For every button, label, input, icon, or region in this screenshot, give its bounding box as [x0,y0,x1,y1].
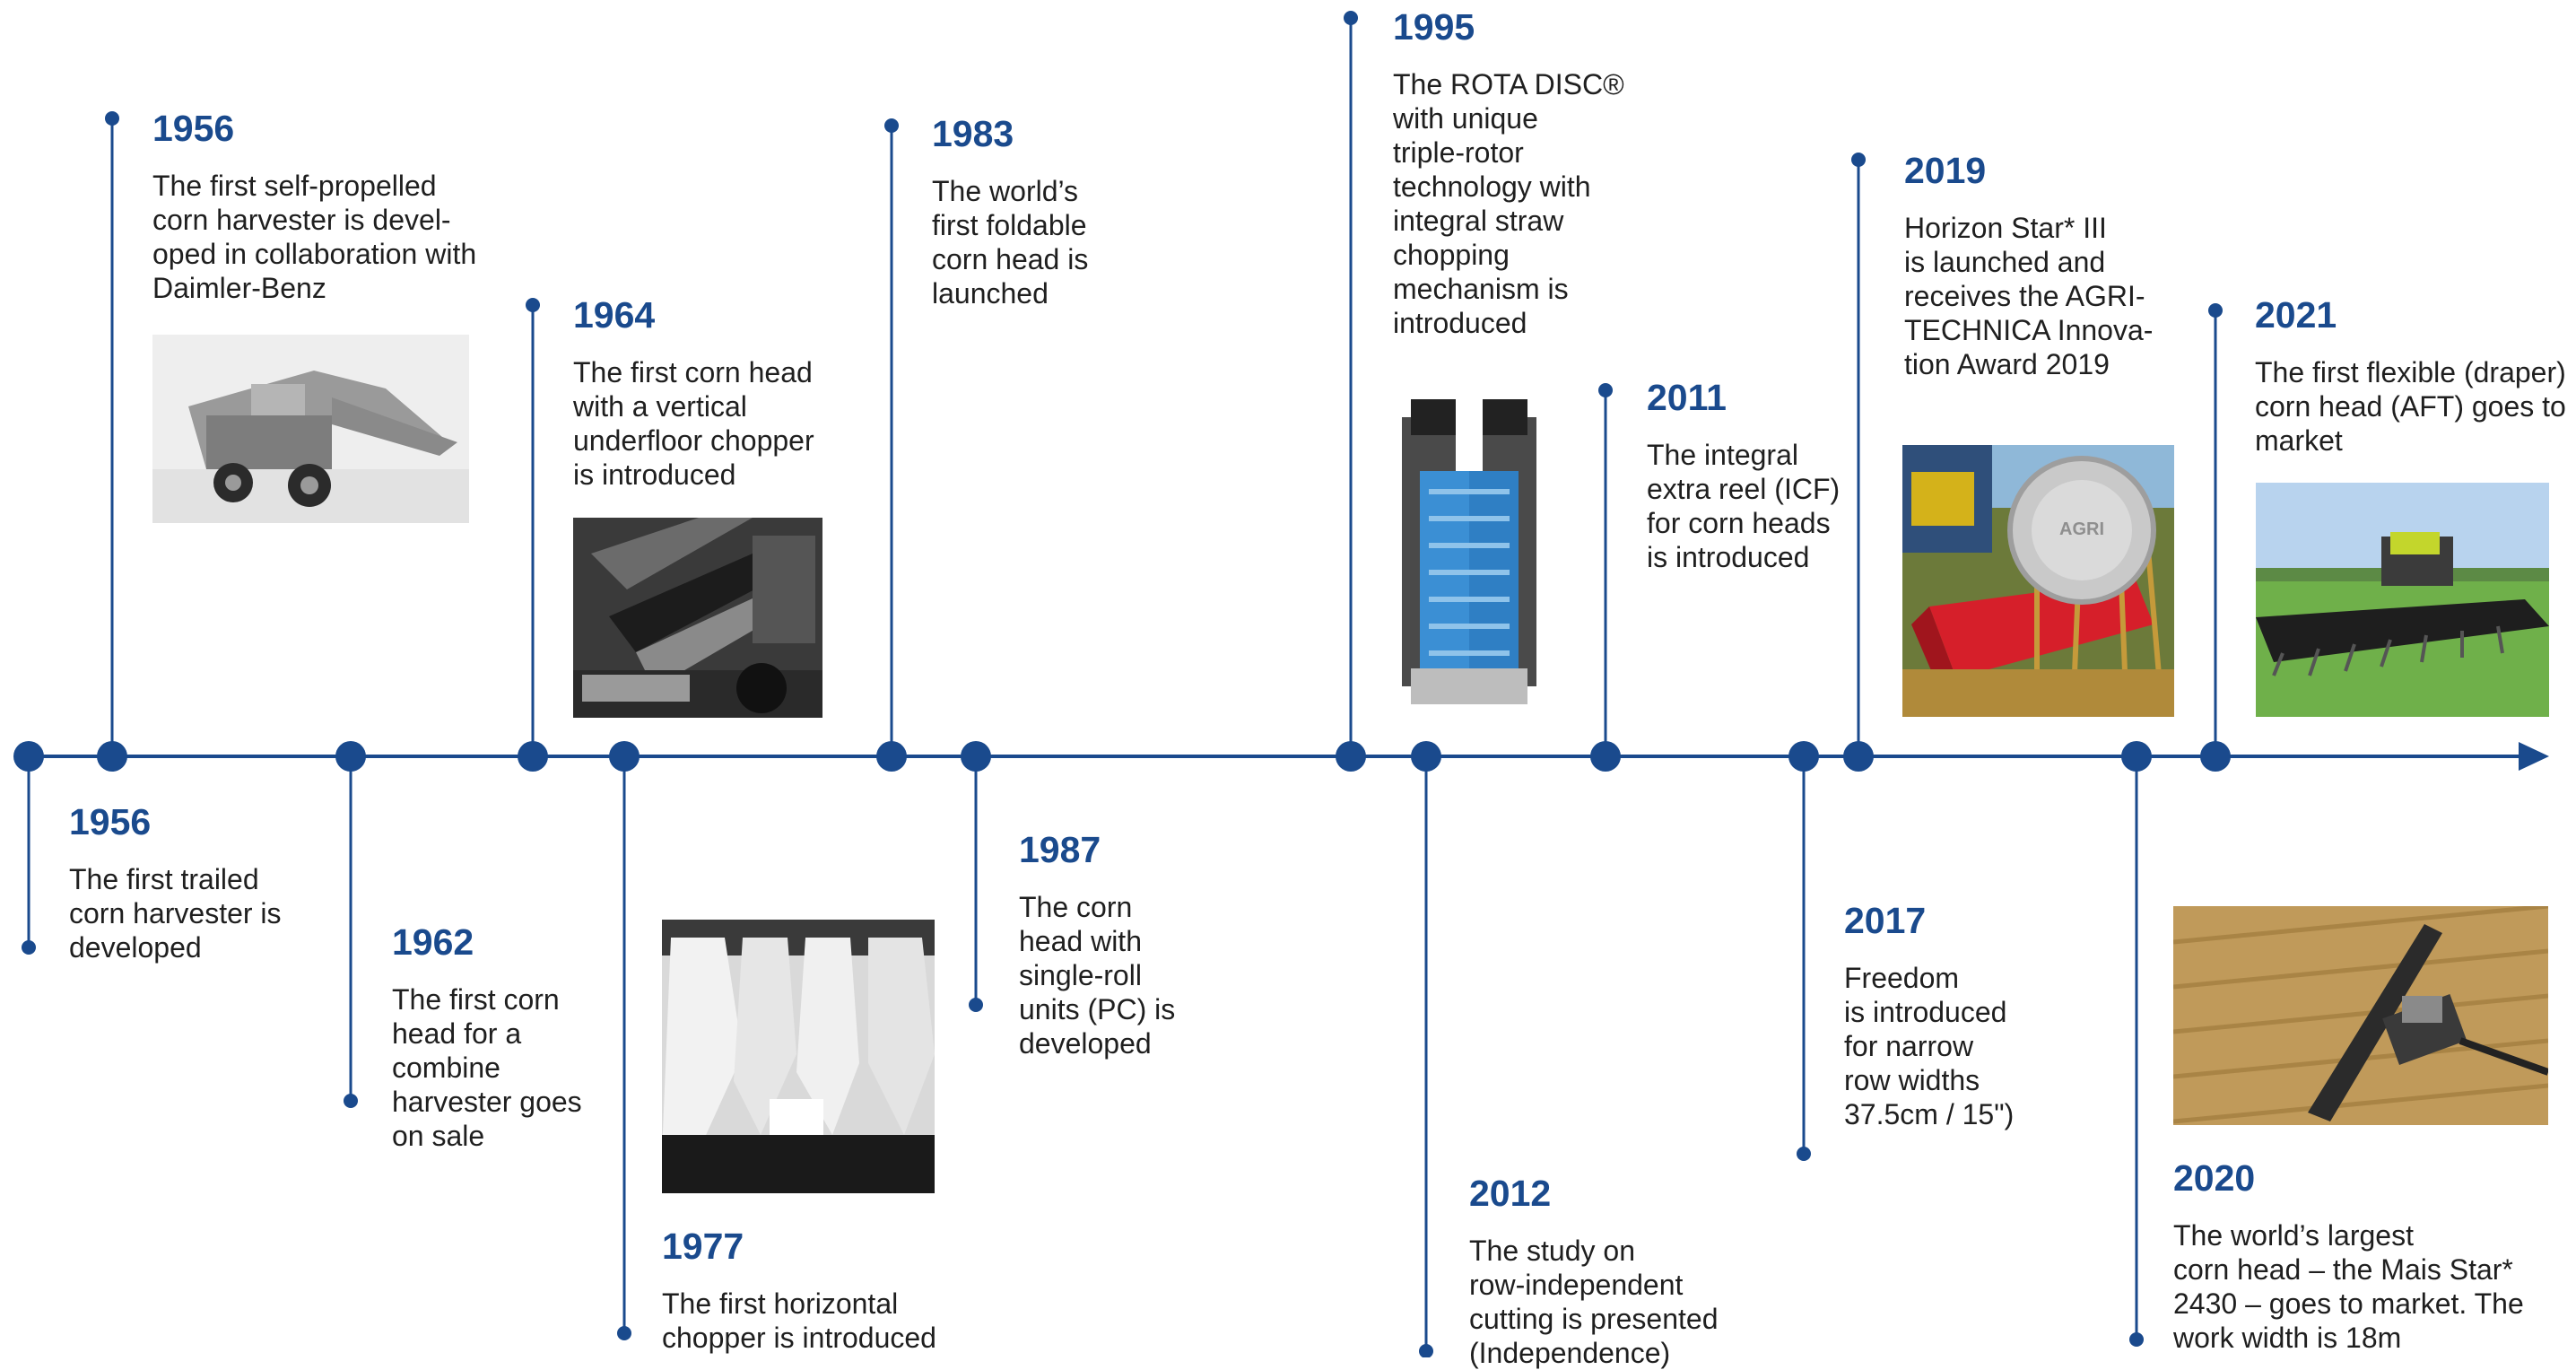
end-dot-2021 [2208,303,2223,318]
end-dot-1995 [1344,11,1358,25]
event-year: 1977 [662,1226,744,1267]
end-dot-1977 [617,1326,631,1340]
end-dot-1964 [526,298,540,312]
event-description: The first flexible (draper) corn head (A… [2255,356,2566,457]
event-2020: 2020 The world’s largest corn head – the… [2173,1157,2568,1355]
event-2017: 2017 Freedom is introduced for narrow ro… [1844,900,2077,1131]
event-description: The ROTA DISC® with unique triple-rotor … [1393,68,1624,339]
event-description: The world’s first foldable corn head is … [932,175,1089,310]
axis-marker-1983 [876,741,907,772]
event-year: 1983 [932,113,1014,154]
event-description: The world’s largest corn head – the Mais… [2173,1219,2524,1354]
event-year: 1956 [69,801,152,842]
event-description: The first corn head with a vertical unde… [573,356,814,491]
event-description: The first corn head for a combine harves… [392,983,582,1152]
axis-marker-1962 [335,741,366,772]
event-1983: 1983 The world’s first foldable corn hea… [932,113,1201,310]
timeline-arrowhead [2519,742,2549,771]
event-2021: 2021 The first flexible (draper) corn he… [2255,294,2576,458]
photo-agritechnica-award: AGRI [1902,445,2174,717]
event-2011: 2011 The integral extra reel (ICF) for c… [1647,377,1880,574]
event-description: Horizon Star* III is launched and receiv… [1904,212,2154,380]
event-year: 2020 [2173,1157,2256,1199]
end-dot-1956-trailed [22,940,36,955]
axis-marker-1956-trailed [13,741,44,772]
end-dot-2011 [1598,383,1613,397]
event-year: 2017 [1844,900,1927,941]
photo-rota-disc [1393,399,1545,713]
axis-marker-1977 [609,741,640,772]
event-year: 2019 [1904,150,1987,191]
axis-marker-1987 [961,741,991,772]
photo-mais-star-2430 [2173,906,2548,1125]
event-year: 1964 [573,294,656,336]
end-dot-2019 [1851,153,1866,167]
axis-marker-2019 [1843,741,1874,772]
axis-marker-1995 [1336,741,1366,772]
event-year: 1987 [1019,829,1101,870]
event-description: Freedom is introduced for narrow row wid… [1844,962,2015,1130]
end-dot-1962 [344,1094,358,1108]
end-dot-1987 [969,998,983,1012]
event-description: The integral extra reel (ICF) for corn h… [1647,439,1841,573]
event-description: The first horizontal chopper is introduc… [662,1287,936,1354]
event-1964: 1964 The first corn head with a vertical… [573,294,896,492]
event-1956-trailed: 1956 The first trailed corn harvester is… [69,801,356,964]
axis-marker-1964 [518,741,548,772]
event-1995: 1995 The ROTA DISC® with unique triple-r… [1393,6,1662,340]
photo-vertical-chopper [573,518,822,718]
end-dot-1983 [884,118,899,133]
event-year: 1956 [152,108,235,149]
end-dot-1956-self-propelled [105,111,119,126]
event-year: 2012 [1469,1173,1552,1214]
event-year: 2021 [2255,294,2337,336]
end-dot-2020 [2129,1332,2144,1347]
axis-marker-1956-self-propelled [97,741,127,772]
photo-self-propelled-harvester [152,335,469,523]
event-description: The study on row-independent cutting is … [1469,1235,1719,1369]
axis-marker-2021 [2200,741,2231,772]
axis-marker-2012 [1411,741,1441,772]
photo-horizontal-chopper [662,920,935,1193]
photo-draper-corn-head [2256,483,2549,717]
event-year: 1962 [392,921,474,963]
event-1977: 1977 The first horizontal chopper is int… [662,1226,985,1355]
event-description: The corn head with single-roll units (PC… [1019,891,1176,1060]
axis-marker-2017 [1788,741,1819,772]
event-year: 2011 [1647,377,1727,418]
svg-text:AGRI: AGRI [2059,519,2104,539]
axis-marker-2020 [2121,741,2152,772]
event-description: The first trailed corn harvester is deve… [69,863,282,964]
event-2012: 2012 The study on row-independent cuttin… [1469,1173,1765,1370]
event-1962: 1962 The first corn head for a combine h… [392,921,679,1153]
event-description: The first self-propelled corn harvester … [152,170,477,304]
event-year: 1995 [1393,6,1475,48]
event-1987: 1987 The corn head with single-roll unit… [1019,829,1252,1060]
end-dot-2012 [1419,1344,1433,1357]
end-dot-2017 [1797,1147,1811,1161]
event-1956-self-propelled: 1956 The first self-propelled corn harve… [152,108,529,305]
event-2019: 2019 Horizon Star* III is launched and r… [1904,150,2191,381]
axis-marker-2011 [1590,741,1621,772]
